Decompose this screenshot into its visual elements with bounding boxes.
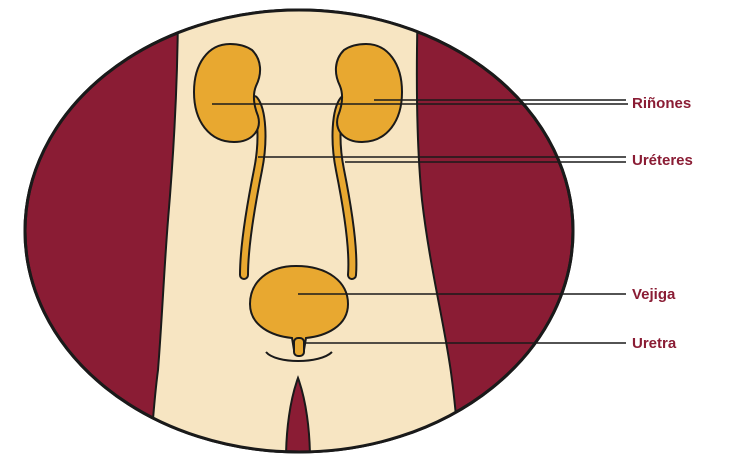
- label-kidneys: Riñones: [632, 95, 691, 112]
- torso-silhouette: [150, 0, 460, 457]
- right-kidney: [336, 44, 402, 142]
- label-urethra: Uretra: [632, 335, 677, 352]
- label-bladder: Vejiga: [632, 286, 676, 303]
- left-kidney: [194, 44, 260, 142]
- urethra-shape: [294, 338, 304, 356]
- label-ureters: Uréteres: [632, 152, 693, 169]
